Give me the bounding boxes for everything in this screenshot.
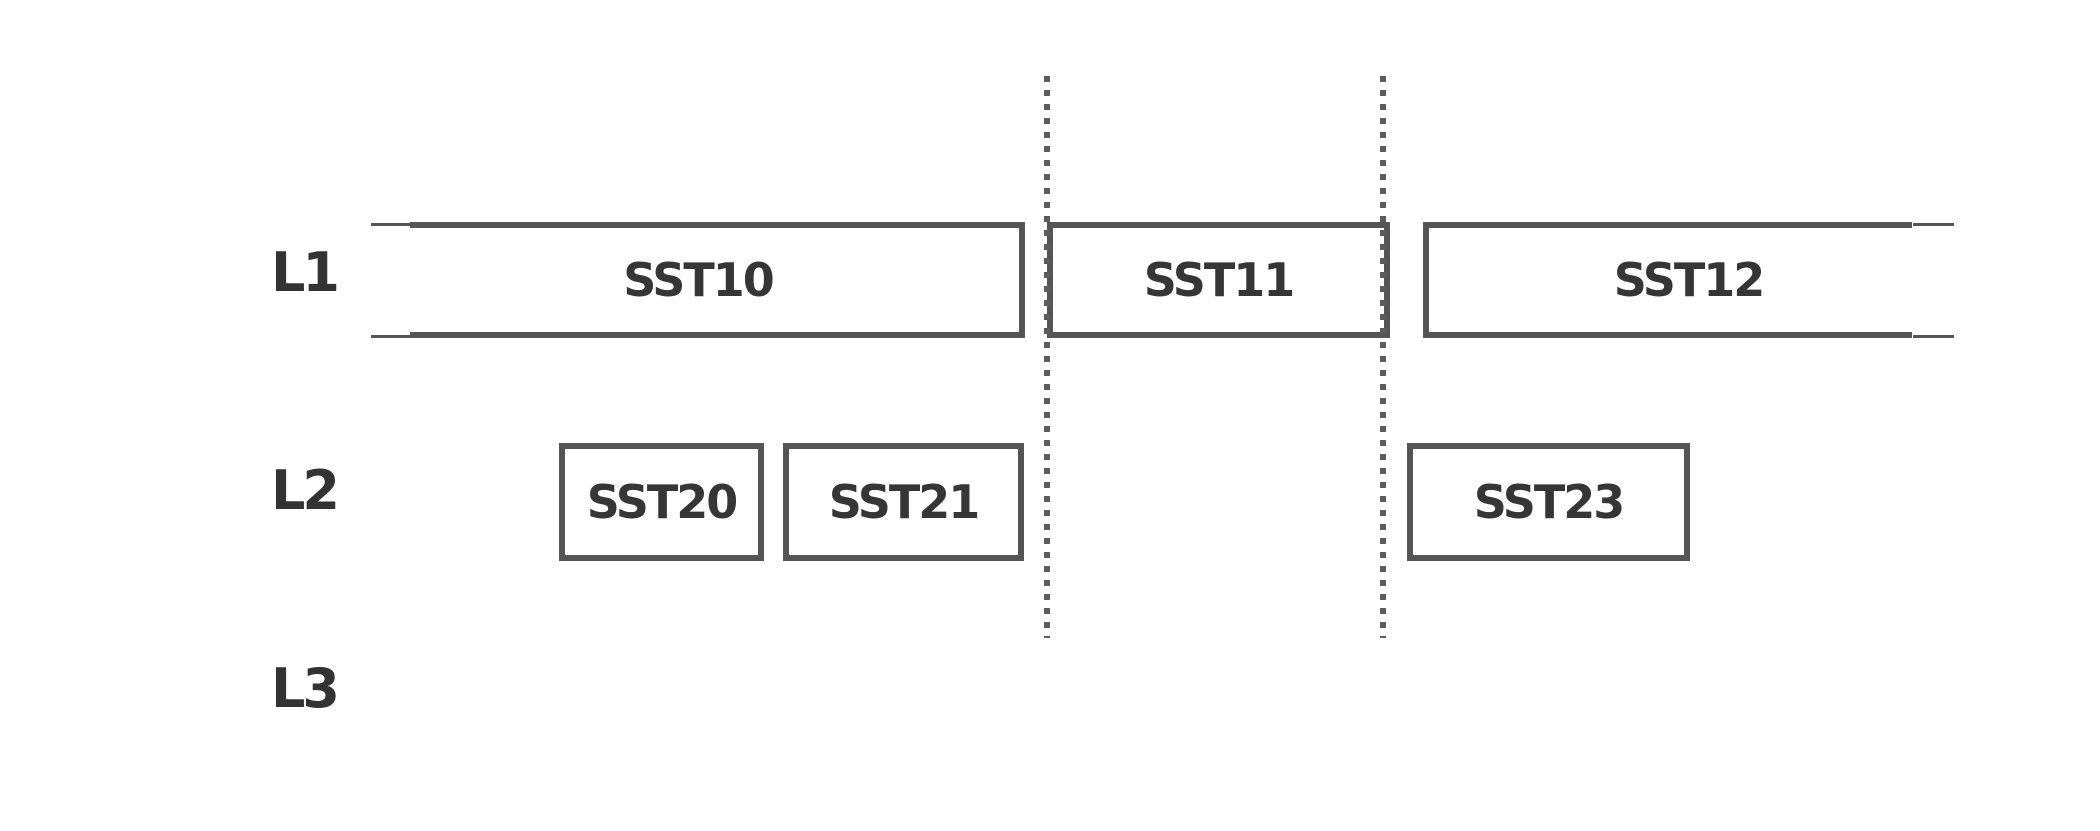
segment-label: SST10 xyxy=(623,253,775,307)
l1-band-continuation-line-left-bottom xyxy=(371,335,412,338)
segment-box-sst21: SST21 xyxy=(783,443,1024,561)
segment-box-sst11: SST11 xyxy=(1047,222,1390,338)
sst10-border xyxy=(410,222,1025,338)
dotted-divider-line-1 xyxy=(1044,76,1050,638)
dotted-divider-line-2 xyxy=(1380,76,1386,638)
row-label-l2: L2 xyxy=(271,459,340,522)
segment-box-sst23: SST23 xyxy=(1407,443,1690,561)
row-label-l3: L3 xyxy=(271,657,340,720)
l1-band-continuation-line-right-bottom xyxy=(1913,335,1954,338)
row-label-l1: L1 xyxy=(271,241,340,304)
segment-label: SST11 xyxy=(1143,253,1296,307)
segment-label: SST12 xyxy=(1613,253,1766,307)
l1-band-continuation-line-right-top xyxy=(1913,223,1954,226)
segment-label: SST20 xyxy=(586,475,739,529)
segment-box-sst10: SST10 xyxy=(371,222,1025,338)
sst12-border xyxy=(1423,222,1912,338)
segment-label: SST23 xyxy=(1473,475,1626,529)
l1-band-continuation-line-left-top xyxy=(371,223,412,226)
segment-box-sst12: SST12 xyxy=(1423,222,1954,338)
segment-box-sst20: SST20 xyxy=(559,443,764,561)
segment-label: SST21 xyxy=(828,475,981,529)
